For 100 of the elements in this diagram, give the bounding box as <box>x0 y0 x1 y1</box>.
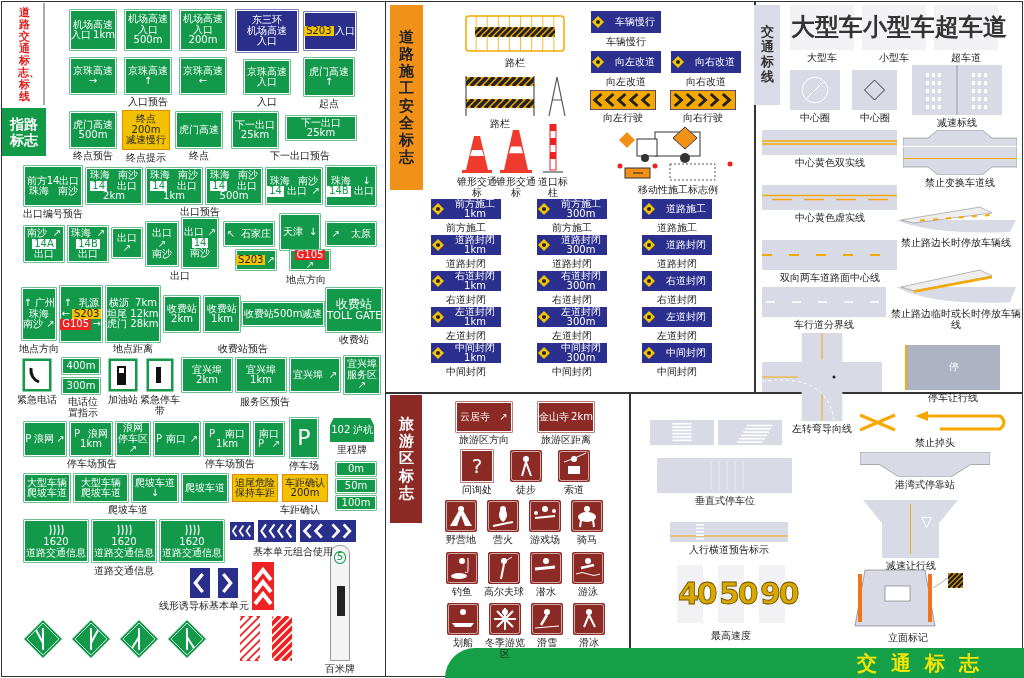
sign-text: 300m <box>565 317 596 328</box>
sign-text: 下一出口 <box>234 119 276 130</box>
sign-text: 1km <box>79 439 102 450</box>
sign-text: 2km <box>102 191 126 202</box>
sign-caption: 左道封闭 <box>445 330 487 341</box>
sign-text: P <box>154 433 163 445</box>
traffic-info-sign <box>24 520 88 562</box>
sign-text: ↗ <box>46 319 56 330</box>
sign-text: 右道封闭 <box>665 275 707 287</box>
sign-text: 300m <box>566 209 597 220</box>
hazard-marker <box>252 562 274 610</box>
sign-caption: 旅游区距离 <box>540 434 592 445</box>
construction-sign <box>670 50 742 74</box>
sign-text: 南沙 <box>178 170 199 181</box>
sign-text: 爬坡车道 <box>26 488 68 499</box>
sign-caption: 钓鱼 <box>451 586 473 597</box>
sign-text: 300m <box>565 353 596 364</box>
guide-sign <box>336 479 376 493</box>
section-heading: 道路交通标志、标线 <box>16 5 32 103</box>
sign-text: P <box>73 428 81 439</box>
sign-caption: 道路施工 <box>656 222 698 233</box>
sign-text: 机场高速 <box>73 19 113 30</box>
barrier-drawing <box>465 76 535 116</box>
road-marking-drawing <box>762 240 897 270</box>
sign-caption: 左转弯导向线 <box>791 423 853 434</box>
road-marking-drawing <box>860 452 990 477</box>
caption: 下一出口预告 <box>270 150 330 161</box>
caption: 电话位置指示 <box>67 396 99 418</box>
guide-sign <box>132 474 178 502</box>
sign-text: 南沙 <box>22 319 44 330</box>
sign-text: 14B <box>327 186 351 197</box>
sign-text: 南口 <box>258 428 280 439</box>
sign-caption: 禁止路边临时或长时停放车辆线 <box>890 308 1022 330</box>
sign-text: 珠海 <box>331 175 353 186</box>
sign-caption: 禁止路边长时停放车辆线 <box>900 237 1012 248</box>
sign-text: 1km <box>215 439 238 450</box>
sign-text: 14 <box>267 186 284 197</box>
sign-text: 珠海 <box>29 308 49 320</box>
sign-caption: 中间封闭 <box>656 366 698 377</box>
sign-text: 向右改道 <box>694 56 736 68</box>
sign-text: 1km <box>210 314 233 325</box>
sign-text: 道路封闭 <box>665 239 707 251</box>
sign-text: 1km <box>463 353 486 364</box>
sign-text: 珠海 <box>149 170 171 181</box>
sign-text: ↗ <box>188 433 200 445</box>
caption: 道路交通信息 <box>94 565 154 576</box>
sign-text: 出口 <box>115 180 137 191</box>
road-marking-drawing <box>762 333 882 421</box>
construction-sign <box>641 342 713 364</box>
sign-text: ↗ <box>327 369 339 381</box>
sign-caption: 滑雪 <box>536 637 558 648</box>
sign-caption: 中心黄色虚实线 <box>793 212 866 223</box>
sign-text: 虎门高速 <box>308 66 350 77</box>
guide-sign <box>336 496 376 510</box>
sign-text: 50m <box>343 480 369 492</box>
sign-caption: 人行横道预告标示 <box>688 544 770 555</box>
sign-text: 出口 <box>352 186 375 197</box>
sign-text: 中间封闭 <box>560 342 602 353</box>
sign-caption: 冬季游览区 <box>484 637 526 659</box>
sign-text: 停车区 <box>117 433 149 445</box>
road-marking-drawing <box>896 268 1016 306</box>
sign-text: 左道封闭 <box>560 306 602 317</box>
guide-sign <box>116 422 150 456</box>
sign-text: 终点 <box>135 114 157 125</box>
sign-text: 珠海 <box>209 170 231 181</box>
caption: 地点方向 <box>19 343 59 354</box>
sign-text: G105 <box>60 319 92 330</box>
tourist-sign <box>573 603 605 635</box>
sign-caption: 划船 <box>452 637 474 648</box>
sign-text: ↗ <box>271 439 282 450</box>
lane-diamond-sign <box>24 620 62 658</box>
sign-text: 南沙 <box>151 249 173 260</box>
caption: 停车场预告 <box>67 458 117 469</box>
caption: 出口预告 <box>180 206 220 217</box>
sign-text: ↓ <box>307 226 319 238</box>
sign-text: 南沙 <box>56 186 79 197</box>
guide-sign <box>86 168 142 204</box>
sign-text: P <box>208 428 216 439</box>
sign-caption: 禁止掉头 <box>914 437 956 448</box>
sign-text: 天津 <box>281 226 304 238</box>
sign-caption: 紧急停车带 <box>140 394 180 416</box>
guide-sign <box>24 226 64 262</box>
sign-text: 2km <box>170 314 193 325</box>
cone-drawing <box>500 128 532 174</box>
sign-text: 200m <box>187 35 219 46</box>
sign-caption: 终点 <box>188 150 210 161</box>
delineator-post <box>543 124 563 174</box>
tourist-sign <box>531 603 563 635</box>
sign-text: 14 <box>191 237 209 249</box>
construction-sign <box>641 270 713 292</box>
guide-sign <box>180 10 226 50</box>
lane-diamond-sign <box>120 620 158 658</box>
sign-text: 收费站 <box>335 298 372 312</box>
guide-sign <box>254 422 284 456</box>
sign-text: ↗ <box>304 260 316 271</box>
construction-sign <box>430 342 502 364</box>
sign-caption: 向右改道 <box>685 76 727 87</box>
sign-text: 12km <box>129 308 160 319</box>
sign-text: 出口 <box>182 227 205 238</box>
guide-sign <box>224 222 274 246</box>
